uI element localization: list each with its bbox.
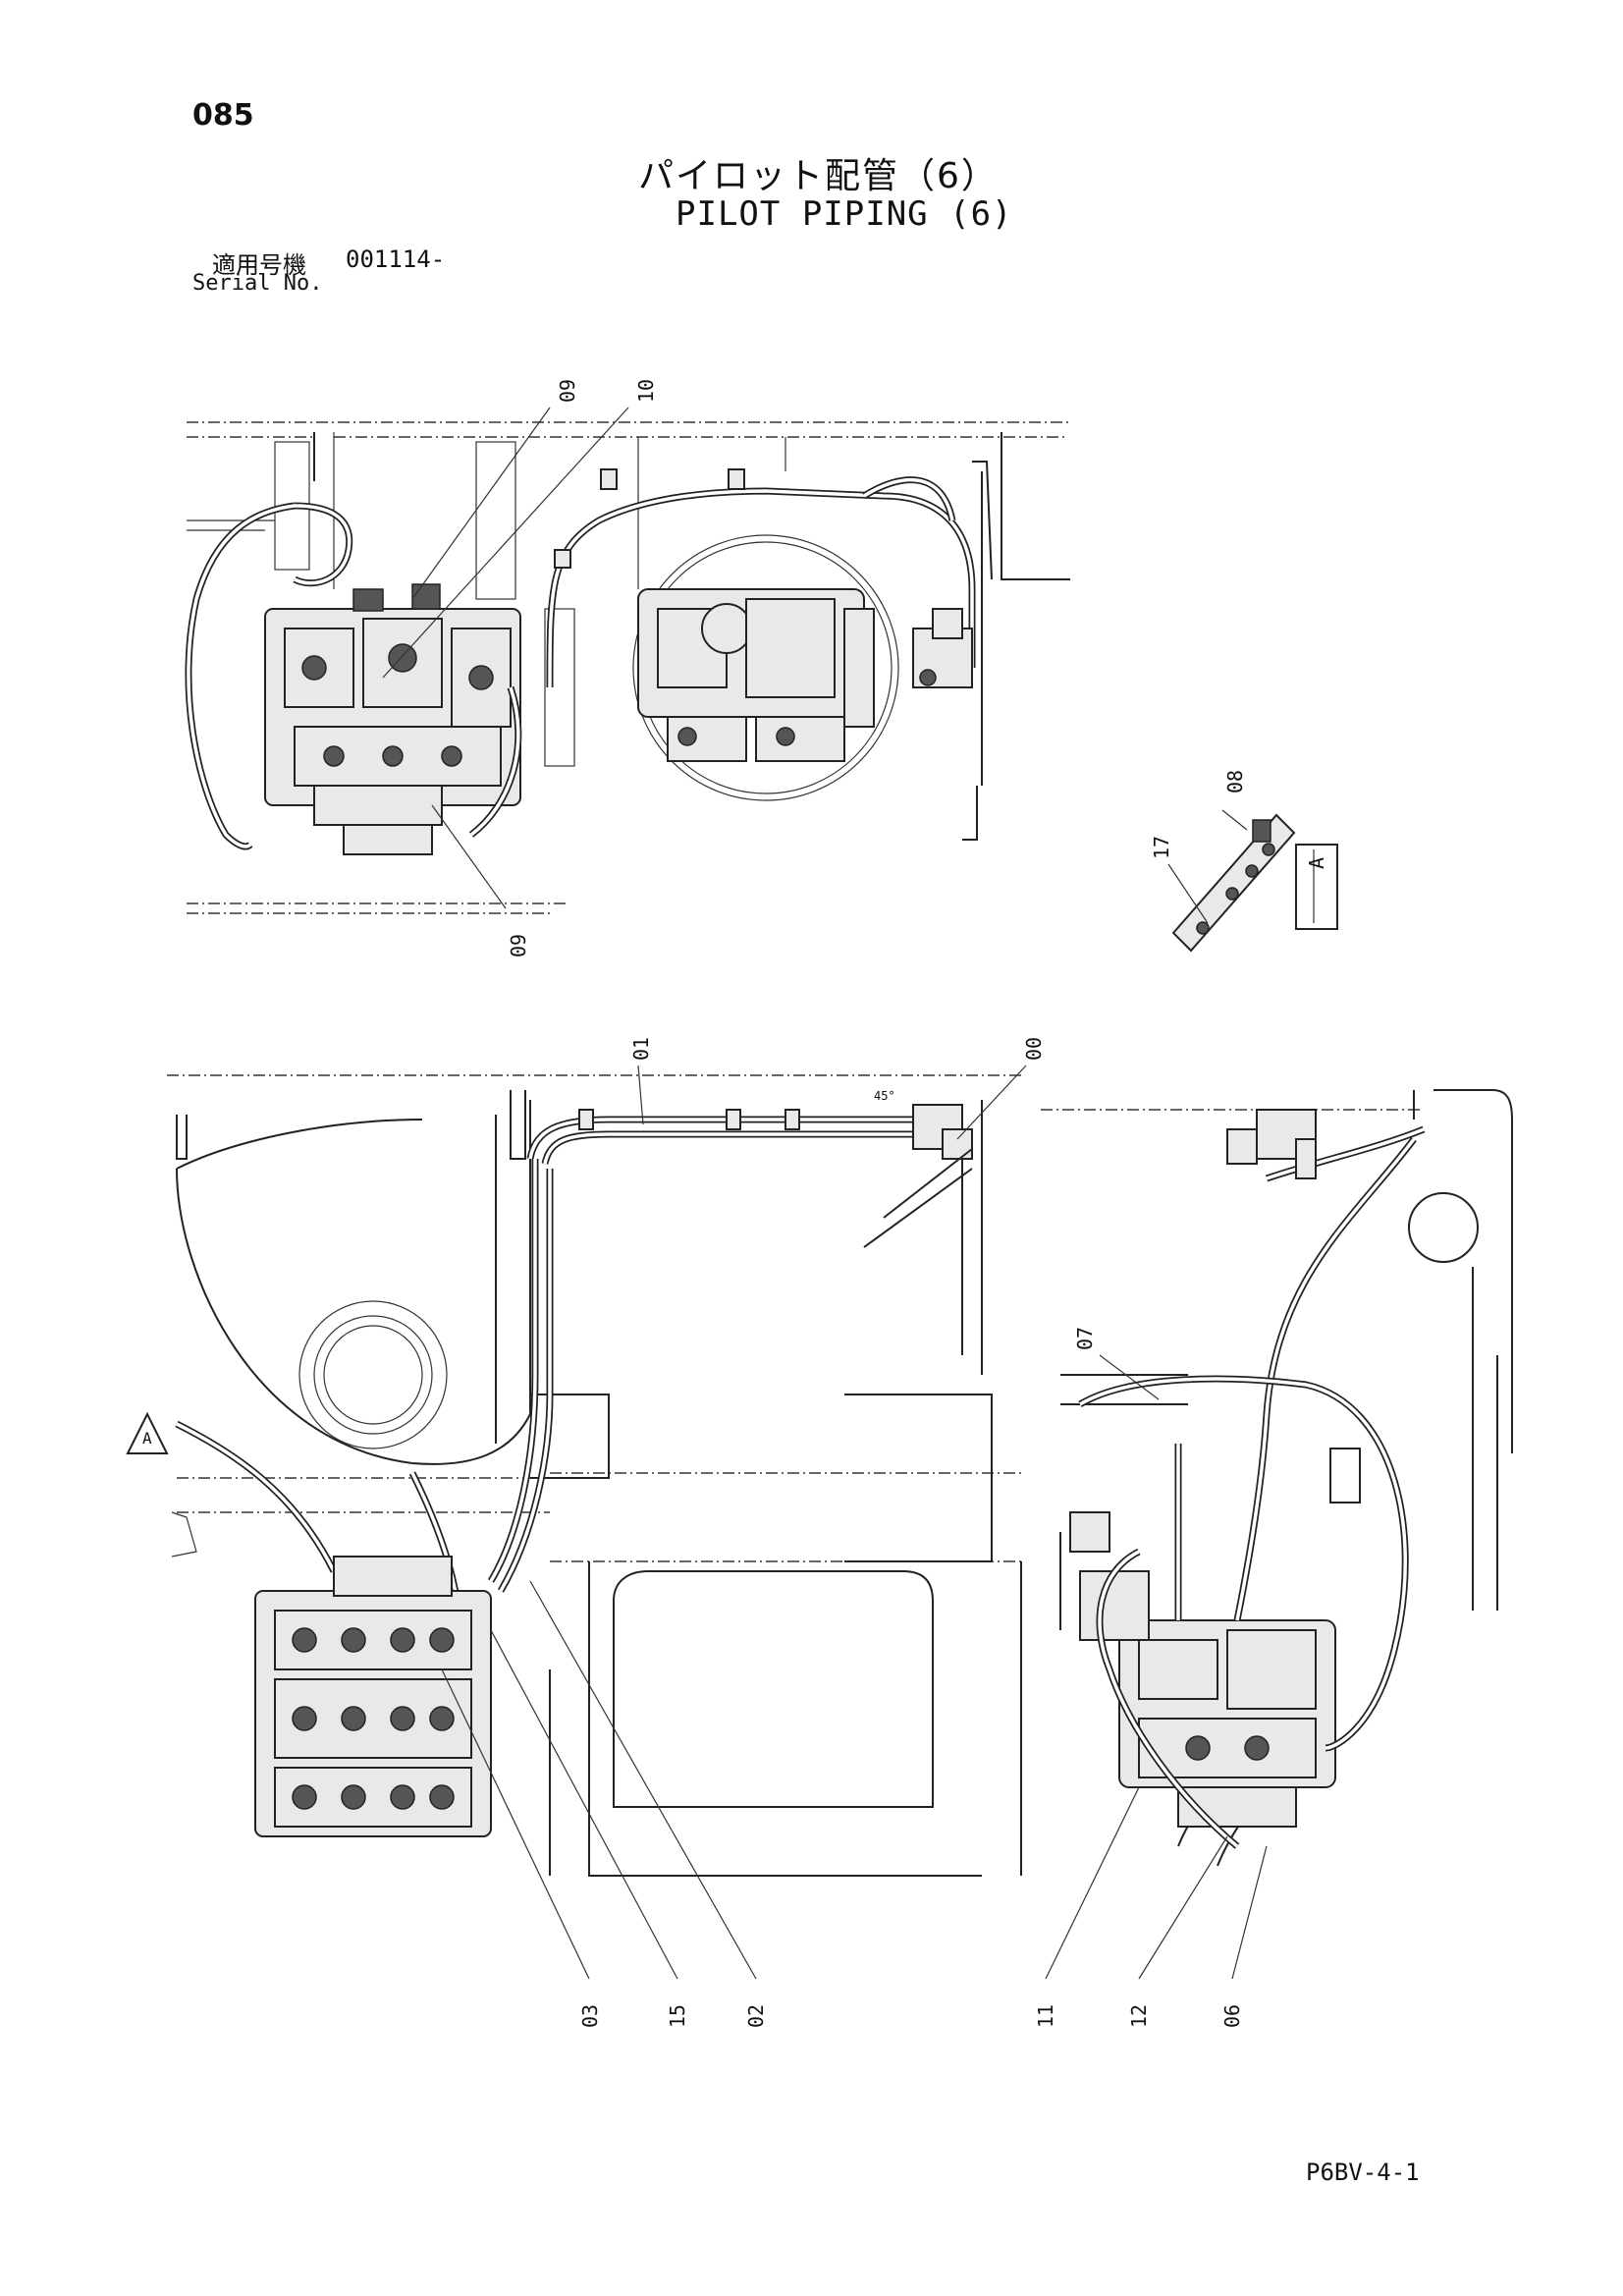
- page-title-english: PILOT PIPING (6): [676, 194, 1013, 234]
- serial-label-japanese: 適用号機: [212, 251, 306, 279]
- hydraulic-tank: [176, 1119, 531, 1465]
- callout-label: 15: [666, 2004, 689, 2028]
- bottom-right-valve-upper: 45°: [863, 1089, 973, 1248]
- view-a-label-box: A: [1295, 844, 1338, 930]
- top-right-valve-block: [912, 608, 973, 688]
- serial-number-value: 001114-: [346, 246, 446, 273]
- view-a-arrow: A: [126, 1411, 169, 1454]
- callout-label: 03: [578, 2004, 602, 2028]
- callout-label: 09: [507, 934, 530, 957]
- view-a-bracket: [1171, 813, 1296, 953]
- callout-label: 07: [1073, 1327, 1097, 1350]
- callout-labels-top: 09 10 09 08 17: [507, 379, 1247, 957]
- serial-label-english: Serial No.: [192, 271, 323, 296]
- svg-text:A: A: [1305, 857, 1328, 869]
- page-number: 085: [192, 98, 254, 133]
- top-view-frame: [187, 421, 1070, 914]
- page-title-japanese: パイロット配管（6）: [638, 156, 999, 196]
- top-pilot-hoses: [468, 468, 976, 838]
- top-control-valve-assembly: [264, 583, 521, 855]
- bottom-pilot-hoses: [175, 1109, 923, 1651]
- bottom-frame-left: [167, 1074, 1424, 1877]
- callout-label: 08: [1223, 770, 1247, 793]
- callout-label: 00: [1022, 1037, 1046, 1061]
- document-code: P6BV-4-1: [1306, 2159, 1420, 2186]
- callout-label: 11: [1034, 2004, 1057, 2028]
- callout-label: 09: [556, 379, 579, 403]
- bottom-leader-lines: [441, 1065, 1268, 1980]
- callout-label: 17: [1150, 836, 1173, 859]
- bottom-left-control-valve: [254, 1556, 492, 1837]
- callout-label: 01: [629, 1037, 653, 1061]
- callout-labels-bottom: 01 00 07 03 15 02 11 12 06: [578, 1037, 1244, 2028]
- svg-text:A: A: [142, 1429, 152, 1448]
- top-leader-lines: [382, 407, 1248, 924]
- callout-label: 02: [744, 2004, 768, 2028]
- callout-label: 06: [1220, 2004, 1244, 2028]
- angle-mark: 45°: [874, 1089, 895, 1103]
- bottom-right-pump-assembly: [1069, 1511, 1336, 1828]
- bottom-right-hoses: [1078, 1109, 1426, 1849]
- callout-label: 10: [634, 379, 658, 403]
- top-hose-loop-left: [185, 502, 353, 850]
- top-swing-motor: [632, 534, 899, 801]
- bottom-right-frame: [1059, 1089, 1513, 1867]
- callout-label: 12: [1127, 2004, 1151, 2028]
